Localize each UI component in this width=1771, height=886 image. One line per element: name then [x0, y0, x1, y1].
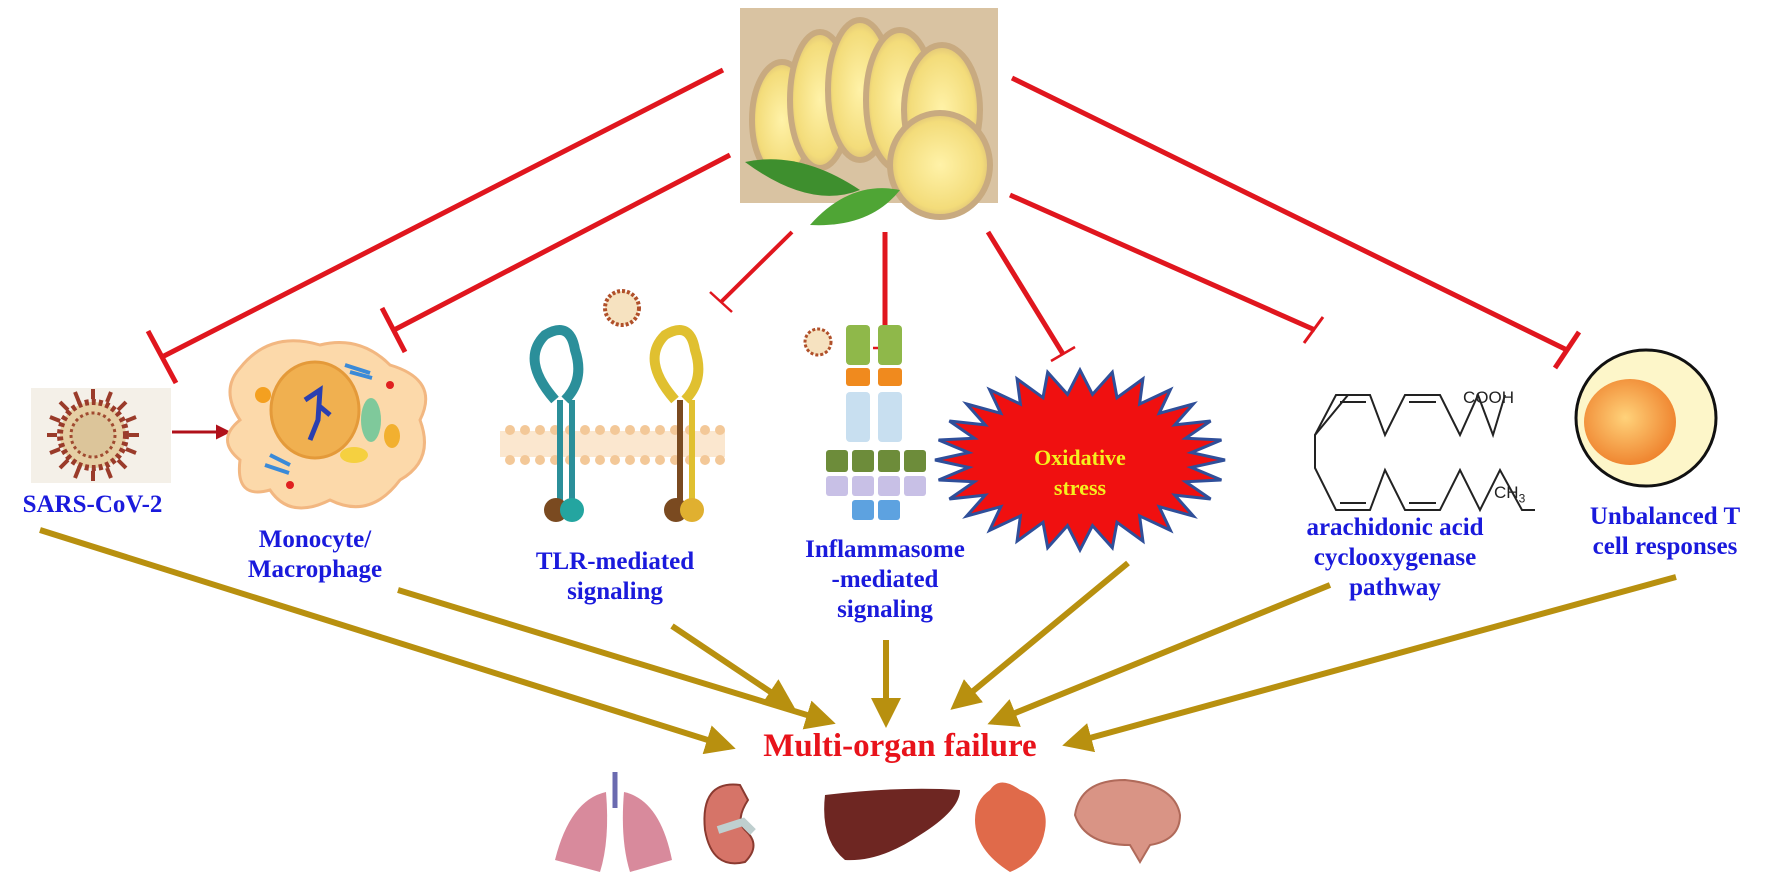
- label-line: signaling: [567, 578, 663, 605]
- ginger-image: [740, 8, 998, 226]
- node-label-macrophage: Monocyte/Macrophage: [225, 525, 405, 585]
- macrophage-cell-icon: [226, 339, 428, 510]
- small-virus-icon: [803, 327, 833, 357]
- node-label-inflammasome: Inflammasome -mediated signaling: [785, 535, 985, 625]
- arrow-tlr: [670, 623, 795, 709]
- arachidonic-acid-structure-icon: [1314, 392, 1535, 513]
- subscript-3: 3: [1518, 491, 1526, 506]
- node-label-oxidative: Oxidative stress: [1010, 443, 1150, 503]
- label-line: Unbalanced T: [1589, 503, 1741, 530]
- cooh-label: COOH: [1463, 388, 1514, 407]
- inhibition-lines: [145, 67, 1582, 385]
- label-line: stress: [1053, 475, 1107, 500]
- label-line: Oxidative: [1034, 445, 1126, 470]
- inhibit-tcell: [1010, 75, 1569, 353]
- inhibit-macrophage: [392, 152, 732, 333]
- tbar-tcell: [1552, 330, 1582, 370]
- node-label-tcell: Unbalanced T cell responses: [1565, 502, 1765, 562]
- tbar-sars: [145, 329, 179, 385]
- tbar-macrophage: [379, 306, 408, 354]
- inflammasome-icon: [803, 325, 926, 520]
- node-label-arachidonic: arachidonic acid cyclooxygenase pathway: [1290, 513, 1500, 603]
- node-label-sars: SARS-CoV-2: [5, 490, 180, 520]
- node-label-tlr: TLR-mediated signaling: [515, 547, 715, 607]
- inhibit-arachidonic: [1008, 192, 1317, 333]
- arrow-tcell: [1062, 574, 1677, 753]
- tbar-arachidonic: [1302, 316, 1325, 344]
- arrow-oxidative: [950, 560, 1130, 710]
- label-line: signaling: [837, 596, 933, 623]
- tbar-oxidative: [1050, 345, 1076, 363]
- multi-organ-failure-title: Multi-organ failure: [763, 728, 1037, 764]
- brain-icon: [1073, 778, 1182, 864]
- arrow-sars: [39, 527, 736, 755]
- inhibit-tlr: [719, 230, 794, 304]
- label-line: -mediated: [831, 566, 939, 593]
- promote-arrows: [39, 527, 1677, 755]
- heart-icon: [975, 782, 1046, 872]
- arrow-arachidonic: [987, 582, 1332, 727]
- lungs-icon: [555, 772, 672, 872]
- liver-icon: [824, 788, 960, 861]
- toll-like-receptor-icon: [500, 289, 725, 522]
- small-virus-icon: [603, 289, 641, 327]
- label-line: cell responses: [1592, 533, 1738, 560]
- kidney-icon: [703, 783, 756, 865]
- label-line: cyclooxygenase: [1313, 544, 1477, 571]
- ch-text: CH: [1494, 483, 1519, 502]
- cell-membrane: [500, 431, 725, 457]
- t-cell-icon: [1574, 348, 1718, 488]
- label-line: SARS-CoV-2: [22, 491, 163, 518]
- organ-images: [555, 772, 1182, 872]
- inhibit-sars: [160, 67, 725, 360]
- starburst-icon: [934, 366, 1226, 554]
- virus-icon: [31, 388, 171, 483]
- label-line: Inflammasome: [805, 536, 965, 563]
- label-line: pathway: [1349, 574, 1441, 601]
- label-line: TLR-mediated: [535, 548, 695, 575]
- label-line: Macrophage: [247, 556, 383, 583]
- tbar-tlr: [709, 291, 733, 313]
- inhibit-oxidative: [985, 230, 1066, 356]
- ch3-label: CH3: [1494, 483, 1525, 505]
- label-line: Monocyte/: [258, 526, 372, 553]
- arrow-macrophage: [397, 587, 836, 730]
- label-line: arachidonic acid: [1306, 514, 1484, 541]
